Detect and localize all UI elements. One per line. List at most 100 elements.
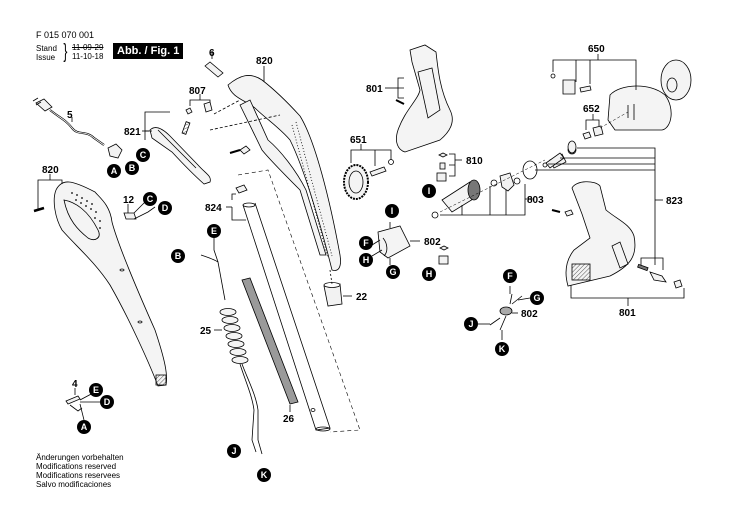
leader-652 — [585, 119, 600, 130]
part-label-810: 810 — [466, 156, 483, 167]
connector-marker-b2: B — [171, 249, 185, 263]
connector-marker-g2: G — [530, 291, 544, 305]
svg-text:C: C — [140, 150, 147, 160]
connector-marker-d: D — [158, 201, 172, 215]
notice-line-es: Salvo modificaciones — [36, 480, 112, 489]
part-4 — [65, 388, 100, 421]
stand-date-struck: 11-09-29 — [72, 43, 104, 52]
svg-text:I: I — [428, 186, 431, 196]
gear-housing-801-bottom-part — [551, 181, 683, 289]
guard-650-part — [550, 59, 692, 131]
part-652 — [582, 125, 604, 140]
notice-line-fr: Modifications reservees — [36, 471, 121, 480]
svg-text:K: K — [499, 344, 506, 354]
part-label-5: 5 — [67, 110, 73, 121]
connector-marker-a2: A — [77, 420, 91, 434]
leader-810 — [449, 153, 456, 177]
stand-issue-labels: Stand Issue — [36, 44, 57, 62]
svg-text:G: G — [533, 293, 540, 303]
svg-text:I: I — [391, 206, 394, 216]
part-label-802-stator: 802 — [424, 237, 441, 248]
connector-marker-h2: H — [422, 267, 436, 281]
brush-holder-810-part — [436, 152, 448, 182]
svg-text:H: H — [363, 255, 370, 265]
figure-badge: Abb. / Fig. 1 — [113, 43, 184, 59]
part-label-801-top: 801 — [366, 84, 383, 95]
cable-25-part — [200, 236, 263, 455]
part-label-820-left: 820 — [42, 165, 59, 176]
issue-label: Issue — [36, 53, 56, 62]
part-label-820-top: 820 — [256, 56, 273, 67]
part-12 — [123, 201, 156, 220]
part-label-824: 824 — [205, 203, 222, 214]
part-label-821: 821 — [124, 127, 141, 138]
part-label-26: 26 — [283, 414, 295, 425]
leader-823 — [535, 147, 656, 265]
leader-801-bottom — [570, 285, 685, 299]
svg-text:K: K — [261, 470, 268, 480]
leader-651 — [350, 149, 392, 166]
trigger-lever-part — [149, 121, 211, 185]
connector-marker-i: I — [422, 184, 436, 198]
connector-marker-k: K — [257, 468, 271, 482]
issue-date: 11-10-18 — [72, 52, 104, 61]
notice-line-de: Änderungen vorbehalten — [36, 453, 124, 462]
left-handle-part — [33, 181, 167, 387]
part-label-807: 807 — [189, 86, 206, 97]
armature-803-part — [431, 145, 577, 219]
connector-marker-f2: F — [503, 269, 517, 283]
notice-line-en: Modifications reserved — [36, 462, 117, 471]
right-handle-part — [227, 75, 341, 271]
connector-marker-g: G — [386, 265, 400, 279]
svg-text:B: B — [175, 251, 182, 261]
leader-803 — [440, 184, 526, 216]
svg-text:F: F — [507, 271, 513, 281]
part-label-12: 12 — [123, 195, 135, 206]
connector-marker-c2: C — [143, 192, 157, 206]
part-label-650: 650 — [588, 44, 605, 55]
connector-marker-c: C — [136, 148, 150, 162]
part-label-22: 22 — [356, 292, 368, 303]
svg-text:D: D — [104, 397, 111, 407]
connector-marker-j: J — [227, 444, 241, 458]
part-label-802-brush: 802 — [521, 309, 538, 320]
brush-assembly-802-part — [489, 293, 523, 331]
connector-marker-f: F — [359, 236, 373, 250]
svg-text:E: E — [211, 226, 217, 236]
part-label-6: 6 — [209, 48, 215, 59]
svg-text:G: G — [389, 267, 396, 277]
part-label-651: 651 — [350, 135, 367, 146]
svg-text:J: J — [231, 446, 236, 456]
svg-text:C: C — [147, 194, 154, 204]
connector-marker-i2: I — [385, 204, 399, 218]
svg-text:J: J — [468, 319, 473, 329]
svg-text:H: H — [426, 269, 433, 279]
part-label-801-bottom: 801 — [619, 308, 636, 319]
modifications-notice: Änderungen vorbehalten Modifications res… — [36, 453, 124, 489]
connector-marker-b: B — [125, 161, 139, 175]
gear-housing-801-part — [395, 44, 453, 153]
connector-marker-k2: K — [495, 342, 509, 356]
brace-glyph: } — [63, 41, 68, 63]
part-label-4: 4 — [72, 379, 78, 390]
power-cord-part — [32, 97, 123, 159]
brush-h-part — [438, 255, 449, 265]
connector-marker-a: A — [107, 164, 121, 178]
svg-text:E: E — [93, 385, 99, 395]
document-number: F 015 070 001 — [36, 30, 95, 40]
leader-801-top — [397, 77, 404, 99]
part-label-803: 803 — [527, 195, 544, 206]
tube-824-part — [235, 184, 331, 432]
part-label-652: 652 — [583, 104, 600, 115]
leader-824 — [231, 193, 246, 221]
gear-651-part — [343, 159, 394, 200]
stand-label: Stand — [36, 44, 57, 53]
svg-text:D: D — [162, 203, 169, 213]
part-label-25: 25 — [200, 326, 212, 337]
svg-text:A: A — [111, 166, 118, 176]
part-6 — [204, 61, 224, 78]
connector-marker-d2: D — [100, 395, 114, 409]
connector-marker-j2: J — [464, 317, 478, 331]
svg-text:A: A — [81, 422, 88, 432]
